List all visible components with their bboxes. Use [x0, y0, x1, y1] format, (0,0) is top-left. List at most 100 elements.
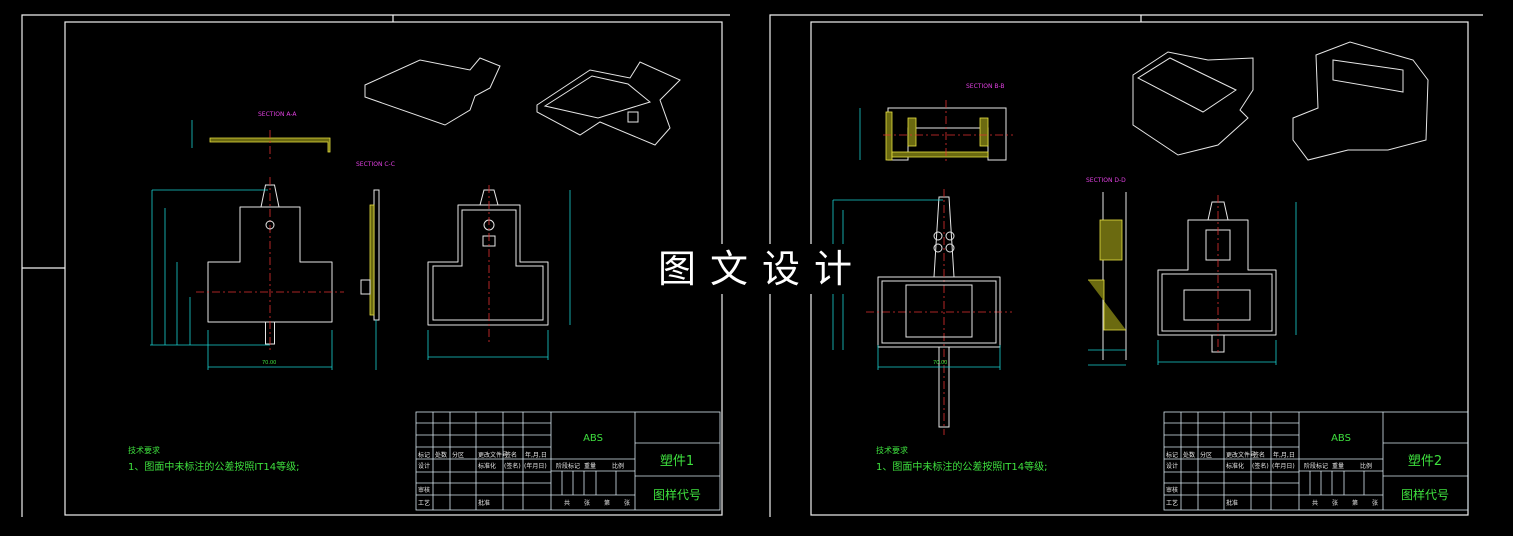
- section-hatch: [979, 117, 989, 147]
- title-block-border: [1163, 411, 1469, 511]
- title-block: 标记处数分区更改文件号签名年,月,日设计标准化(签名)(年月日)阶段标记重量比例…: [1163, 411, 1469, 511]
- inner-frame: [64, 21, 723, 516]
- part-name: 塑件2: [1408, 454, 1442, 469]
- plan-inner: [881, 280, 997, 344]
- isometric-detail: [627, 111, 639, 123]
- plan-window: [905, 284, 973, 338]
- part-views: SECTION A-A 70.00 SECTION C-C: [150, 57, 681, 370]
- drawing-code: 图样代号: [653, 487, 701, 502]
- title-block-header: 分区: [1200, 451, 1212, 459]
- title-block-label: 工艺: [418, 499, 430, 507]
- title-block-header: 分区: [452, 451, 464, 459]
- title-block-label: 第: [1352, 499, 1358, 507]
- pin-hole: [945, 243, 955, 253]
- title-block-label: 标准化: [1226, 462, 1244, 470]
- dimension-lines: [427, 190, 571, 360]
- section-label: SECTION B-B: [966, 83, 1005, 90]
- section-hatch: [209, 137, 331, 153]
- section-label: SECTION C-C: [356, 161, 395, 168]
- title-block-header: 阶段标记: [1304, 462, 1328, 470]
- title-block-header: 签名: [1253, 451, 1265, 459]
- notes-line: 1、图面中未标注的公差按照IT14等级;: [876, 460, 1048, 473]
- section-hatch: [891, 151, 989, 158]
- part-name: 塑件1: [660, 454, 694, 469]
- section-hatch: [1088, 279, 1126, 331]
- title-block-header: 比例: [612, 462, 624, 470]
- title-block-label: 张: [624, 499, 630, 507]
- title-block-border: [415, 411, 721, 511]
- dimension-lines: [1157, 202, 1297, 365]
- notes-line: 1、图面中未标注的公差按照IT14等级;: [128, 460, 300, 473]
- pin-hole: [933, 231, 943, 241]
- section-label: SECTION D-D: [1086, 177, 1126, 184]
- material-label: ABS: [1331, 433, 1351, 444]
- isometric-view: [1132, 51, 1254, 156]
- dimension-value: 70.00: [933, 360, 947, 366]
- title-block-header: 更改文件号: [478, 451, 508, 459]
- title-block-header: 阶段标记: [556, 462, 580, 470]
- title-block-label: 批准: [478, 499, 490, 507]
- notes-title: 技术要求: [128, 445, 160, 455]
- drawing-sheet-2: 技术要求1、图面中未标注的公差按照IT14等级;标记处数分区更改文件号签名年,月…: [769, 14, 1483, 517]
- drawing-code: 图样代号: [1401, 487, 1449, 502]
- notes-title: 技术要求: [876, 445, 908, 455]
- title-block-label: 标准化: [478, 462, 496, 470]
- back-view-outline: [427, 204, 549, 326]
- isometric-view: [1292, 41, 1429, 161]
- bottom-tab: [938, 347, 950, 428]
- dimension-lines: [1088, 349, 1126, 366]
- title-block-label: 审核: [418, 486, 430, 494]
- section-hatch: [1099, 219, 1123, 261]
- title-block-header: 标记: [1166, 451, 1178, 459]
- watermark: 图文设计: [650, 244, 875, 294]
- dimension-value: 70.00: [262, 360, 276, 366]
- material-label: ABS: [583, 433, 603, 444]
- title-block-label: (签名): [1252, 462, 1269, 470]
- outer-border: [21, 14, 730, 517]
- title-block-header: 重量: [1332, 462, 1344, 470]
- title-block-label: (签名): [504, 462, 521, 470]
- dimension-lines: [150, 189, 333, 370]
- title-block-header: 年,月,日: [525, 451, 547, 459]
- part-views: SECTION B-B 70.00 SECTION D-D: [832, 41, 1429, 435]
- title-block-label: 共: [564, 499, 570, 507]
- back-view-outline: [1157, 219, 1277, 336]
- side-view: [373, 189, 380, 321]
- isometric-view: [536, 61, 681, 146]
- title-block-label: (年月日): [524, 462, 547, 470]
- back-view-window: [1183, 289, 1251, 321]
- side-boss: [360, 279, 371, 295]
- title-block: 标记处数分区更改文件号签名年,月,日设计标准化(签名)(年月日)阶段标记重量比例…: [415, 411, 721, 511]
- title-block-label: 张: [584, 499, 590, 507]
- outer-border: [769, 14, 1483, 517]
- title-block-header: 处数: [435, 451, 447, 459]
- title-block-label: 设计: [1166, 462, 1178, 470]
- isometric-view: [364, 57, 501, 126]
- inner-frame: [810, 21, 1469, 516]
- section-hatch: [369, 204, 375, 316]
- plan-view-outline: [207, 206, 333, 323]
- title-block-header: 年,月,日: [1273, 451, 1295, 459]
- title-block-header: 处数: [1183, 451, 1195, 459]
- title-block-header: 比例: [1360, 462, 1372, 470]
- section-label: SECTION A-A: [258, 111, 297, 118]
- drawing-sheet-1: 技术要求 1、图面中未标注的公差按照IT14等级; 标记处数分区 更改文件号签名年,月…: [21, 14, 730, 517]
- title-block-label: 工艺: [1166, 499, 1178, 507]
- pin-hole: [933, 243, 943, 253]
- title-block-label: 共: [1312, 499, 1318, 507]
- title-block-header: 签名: [505, 451, 517, 459]
- title-block-header: 标记: [418, 451, 430, 459]
- side-section: [1102, 192, 1127, 360]
- back-view-inner: [432, 209, 544, 321]
- back-view-inner: [1161, 273, 1273, 332]
- pin-hole: [945, 231, 955, 241]
- title-block-label: 批准: [1226, 499, 1238, 507]
- title-block-label: 张: [1332, 499, 1338, 507]
- hole: [265, 220, 275, 230]
- section-hatch: [885, 111, 893, 161]
- title-block-label: 张: [1372, 499, 1378, 507]
- title-block-label: 第: [604, 499, 610, 507]
- title-block-label: (年月日): [1272, 462, 1295, 470]
- title-block-header: 重量: [584, 462, 596, 470]
